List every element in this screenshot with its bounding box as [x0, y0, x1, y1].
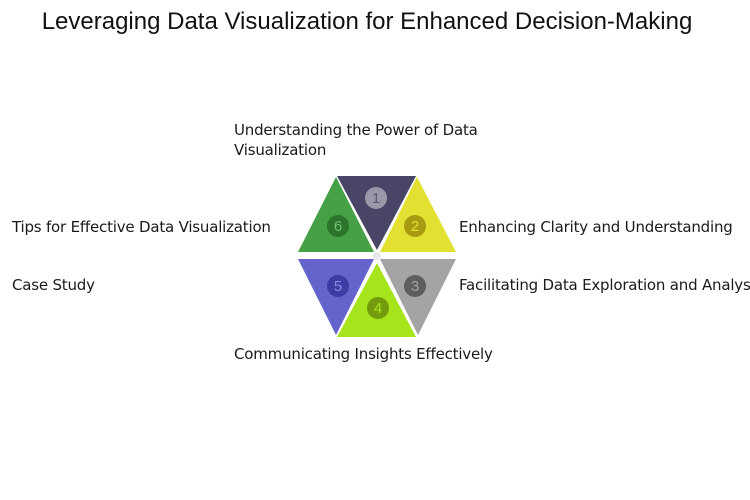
segment-1-label: Understanding the Power of Data Visualiz… — [234, 121, 478, 159]
segment-2-number: 2 — [411, 218, 419, 235]
segment-3: 3 — [380, 259, 456, 335]
segment-6-label: Tips for Effective Data Visualization — [12, 218, 271, 236]
segment-6: 6 — [298, 177, 374, 252]
diagram-title: Leveraging Data Visualization for Enhanc… — [41, 8, 693, 35]
segment-5: 5 — [298, 259, 374, 335]
segment-2-badge — [404, 215, 426, 237]
segment-1-number: 1 — [372, 190, 380, 207]
segment-2-triangle — [380, 177, 456, 252]
segment-6-badge — [327, 215, 349, 237]
segment-4-label: Communicating Insights Effectively — [234, 345, 493, 363]
segment-6-number: 6 — [334, 218, 342, 235]
segment-2: 2 — [380, 177, 456, 252]
segment-5-label: Case Study — [12, 276, 95, 294]
segment-3-label: Facilitating Data Exploration and Analys… — [459, 276, 750, 294]
segment-3-badge — [404, 275, 426, 297]
segment-2-label: Enhancing Clarity and Understanding — [459, 218, 733, 236]
segment-4: 4 — [337, 263, 416, 337]
segment-5-number: 5 — [334, 278, 342, 295]
segment-3-number: 3 — [411, 278, 419, 295]
segment-1-badge — [365, 187, 387, 209]
segment-1: 1 — [337, 176, 416, 250]
segment-1-triangle — [337, 176, 416, 250]
segment-4-badge — [367, 297, 389, 319]
segment-6-triangle — [298, 177, 374, 252]
hexagon-center-dot — [373, 252, 381, 260]
segment-5-badge — [327, 275, 349, 297]
segment-4-number: 4 — [374, 300, 382, 317]
hexagon-diagram: 1 2 3 4 5 6 — [298, 176, 456, 337]
segment-3-triangle — [380, 259, 456, 335]
segment-5-triangle — [298, 259, 374, 335]
